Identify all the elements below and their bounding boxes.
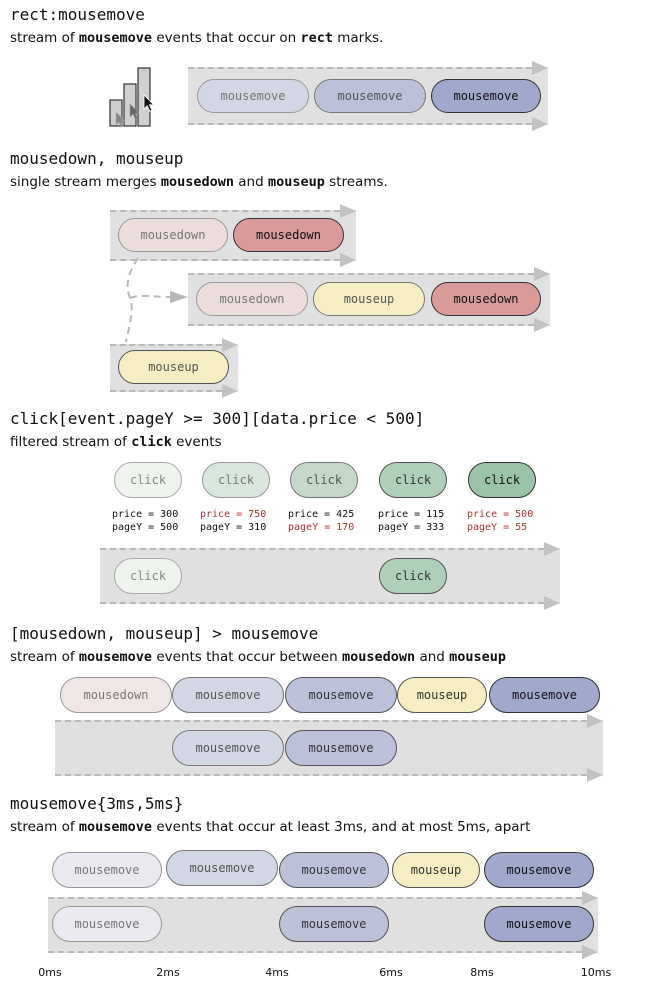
time-tick: 8ms <box>470 966 494 979</box>
event-pill: mousemove <box>279 906 389 942</box>
section-5-title: mousemove{3ms,5ms} <box>10 794 184 813</box>
event-pill: mousedown <box>60 677 172 713</box>
section-3-title: click[event.pageY >= 300][data.price < 5… <box>10 409 425 428</box>
event-pill: mousedown <box>118 218 228 252</box>
event-pill: mousemove <box>285 730 397 766</box>
event-pill: mousemove <box>314 79 426 113</box>
click-pill: click <box>114 462 182 498</box>
time-tick: 4ms <box>265 966 289 979</box>
merge-connector <box>125 257 188 343</box>
event-pill: mouseup <box>392 852 480 888</box>
event-pill: mousemove <box>166 850 278 886</box>
event-pill: mousemove <box>484 852 594 888</box>
click-pill: click <box>468 462 536 498</box>
event-pill: mousemove <box>197 79 309 113</box>
click-pill: click <box>290 462 358 498</box>
event-pill: mousemove <box>172 677 284 713</box>
event-pill: mouseup <box>313 282 425 316</box>
click-pill: click <box>379 462 447 498</box>
event-pill: mousemove <box>52 906 162 942</box>
event-pill: mousemove <box>172 730 284 766</box>
click-pill: click <box>379 558 447 594</box>
event-pill: mousemove <box>52 852 162 888</box>
event-pill: mousemove <box>285 677 397 713</box>
section-1-subtitle: stream of mousemove events that occur on… <box>10 30 384 46</box>
section-2-subtitle: single stream merges mousedown and mouse… <box>10 174 388 190</box>
event-pill: mousedown <box>431 282 541 316</box>
bar-chart-cursor-icon <box>109 67 155 128</box>
time-tick: 6ms <box>379 966 403 979</box>
event-pill: mousedown <box>233 218 344 252</box>
section-1-title: rect:mousemove <box>10 5 145 24</box>
event-pill: mousemove <box>489 677 600 713</box>
section-2-title: mousedown, mouseup <box>10 149 184 168</box>
event-pill: mousemove <box>279 852 389 888</box>
event-pill: mouseup <box>397 677 487 713</box>
event-pill: mousedown <box>196 282 308 316</box>
time-tick: 2ms <box>156 966 180 979</box>
section-4-title: [mousedown, mouseup] > mousemove <box>10 624 319 643</box>
event-pill: mouseup <box>118 350 229 384</box>
click-pill: click <box>114 558 182 594</box>
event-pill: mousemove <box>431 79 541 113</box>
section-5-subtitle: stream of mousemove events that occur at… <box>10 819 531 835</box>
section-3-subtitle: filtered stream of click events <box>10 434 222 450</box>
time-tick: 0ms <box>38 966 62 979</box>
section-4-subtitle: stream of mousemove events that occur be… <box>10 649 507 665</box>
time-tick: 10ms <box>580 966 612 979</box>
click-pill: click <box>202 462 270 498</box>
event-pill: mousemove <box>484 906 594 942</box>
